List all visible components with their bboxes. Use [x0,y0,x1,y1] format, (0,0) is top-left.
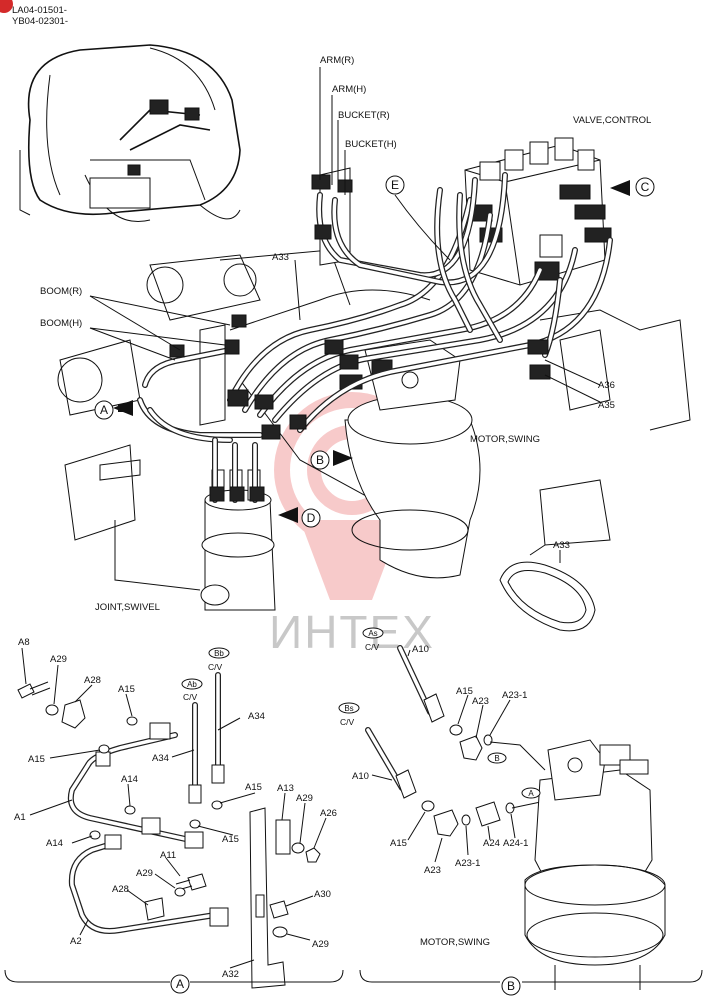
label-a32: A32 [222,969,239,980]
watermark-text: ИНТЕХ [269,606,435,658]
label-a23-1: A23 [472,696,489,707]
label-a35: A35 [598,400,615,411]
svg-text:B: B [507,979,515,993]
label-a29-3: A29 [296,793,313,804]
label-a15-1: A15 [118,684,135,695]
tag-b-port: B [487,752,507,764]
label-cv-as: C/V [365,642,380,652]
label-a24-1: A24-1 [503,838,528,849]
label-cv-bb: C/V [208,662,223,672]
svg-text:A: A [100,403,108,417]
label-a26: A26 [320,808,337,819]
svg-text:A: A [176,977,184,991]
label-a34-1: A34 [248,711,265,722]
svg-text:C: C [641,180,650,194]
tag-a-port: A [521,787,541,799]
header-code-1: LA04-01501- [12,5,67,16]
corner-badge [0,0,13,13]
label-a34-2: A34 [152,753,169,764]
svg-text:Bs: Bs [344,704,353,713]
label-joint-swivel: JOINT,SWIVEL [95,602,160,613]
main-assembly [57,67,691,632]
label-a28-2: A28 [112,884,129,895]
tag-bb: Bb [208,647,230,659]
label-cv-bs: C/V [340,717,355,727]
label-motor-swing-main: MOTOR,SWING [470,434,540,445]
arrow-label-b: B [310,450,330,470]
label-a15-b2: A15 [390,838,407,849]
excavator-thumbnail [19,44,241,222]
label-arm-h: ARM(H) [332,84,366,95]
label-a24: A24 [483,838,500,849]
arrow-label-d: D [301,508,321,528]
svg-text:D: D [307,511,316,525]
label-a14-1: A14 [121,774,138,785]
svg-text:E: E [391,178,399,192]
svg-text:As: As [368,629,377,638]
svg-text:A: A [528,789,534,798]
label-a23-2: A23 [424,865,441,876]
detail-b-drawing [359,645,703,990]
svg-text:Ab: Ab [187,680,197,689]
label-a15-3: A15 [245,782,262,793]
label-a28-1: A28 [84,675,101,686]
label-a30: A30 [314,889,331,900]
label-a15-4: A15 [222,834,239,845]
arrow-label-a: A [94,400,114,420]
svg-text:Bb: Bb [214,649,224,658]
tag-ab: Ab [181,678,203,690]
svg-text:B: B [494,754,499,763]
svg-text:B: B [316,453,324,467]
label-a36: A36 [598,380,615,391]
label-a10-2: A10 [352,771,369,782]
label-motor-swing-detail: MOTOR,SWING [420,937,490,948]
label-a15-b1: A15 [456,686,473,697]
label-a10-1: A10 [412,644,429,655]
header-code-2: YB04-02301- [12,16,68,27]
label-a8: A8 [18,637,30,648]
label-a13: A13 [277,783,294,794]
label-a2: A2 [70,936,82,947]
label-a23-1-1: A23-1 [502,690,527,701]
tag-as: As [362,627,384,639]
label-a15-2: A15 [28,754,45,765]
label-a29-1: A29 [50,654,67,665]
label-bucket-h: BUCKET(H) [345,139,397,150]
section-label-b: B [501,976,521,996]
label-arm-r: ARM(R) [320,55,354,66]
arrow-label-e: E [385,175,405,195]
label-a29-2: A29 [136,868,153,879]
detail-a-drawing [4,647,344,989]
arrow-label-c: C [635,177,655,197]
label-boom-r: BOOM(R) [40,286,82,297]
label-a29-4: A29 [312,939,329,950]
label-a23-1-2: A23-1 [455,858,480,869]
label-a11: A11 [160,850,176,861]
label-a14-2: A14 [46,838,63,849]
label-cv-ab: C/V [183,692,198,702]
label-a1: A1 [14,812,26,823]
label-a33-oring: A33 [553,540,570,551]
label-bucket-r: BUCKET(R) [338,110,390,121]
label-a33-top: A33 [272,252,289,263]
label-boom-h: BOOM(H) [40,318,82,329]
label-valve-control: VALVE,CONTROL [573,115,651,126]
tag-bs: Bs [338,702,360,714]
section-label-a: A [170,974,190,994]
